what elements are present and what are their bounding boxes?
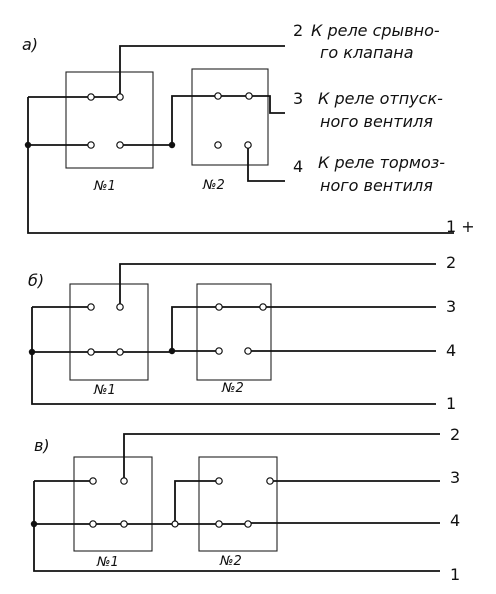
panel-a-letter: а) bbox=[22, 35, 38, 54]
panel-a-junction-dot bbox=[24, 141, 32, 149]
panel-b-lead-2-wire bbox=[119, 263, 436, 307]
panel-c-relay-2-terminal bbox=[215, 477, 223, 485]
panel-a-relay-2-label: №2 bbox=[202, 178, 225, 193]
panel-c-relay-2-label: №2 bbox=[219, 554, 242, 569]
panel-a-relay-2-terminal bbox=[244, 141, 252, 149]
panel-c-junction-dot bbox=[30, 520, 38, 528]
panel-a-relay-1-terminal bbox=[116, 141, 124, 149]
panel-b-lead-3-number: 3 bbox=[446, 297, 456, 316]
panel-a-relay-2-terminal bbox=[214, 141, 222, 149]
panel-a-lead-3-caption-1: К реле отпуск- bbox=[318, 89, 443, 108]
panel-c-relay-1-terminal bbox=[89, 477, 97, 485]
panel-a-lead-4-caption-2: ного вентиля bbox=[320, 176, 433, 195]
panel-a-lead-2-number: 2 bbox=[293, 21, 303, 40]
panel-c-relay-2-box bbox=[198, 456, 278, 552]
panel-c-lead-2-number: 2 bbox=[450, 425, 460, 444]
panel-a-junction-dot bbox=[168, 141, 176, 149]
panel-a-lead-2-caption-2: го клапана bbox=[320, 43, 414, 62]
panel-b-relay-1-terminal bbox=[116, 348, 124, 356]
panel-c-letter: в) bbox=[34, 436, 50, 455]
panel-c-relay-2-terminal bbox=[215, 520, 223, 528]
panel-b-lead-4-number: 4 bbox=[446, 341, 456, 360]
panel-b-relay-2-contact bbox=[171, 306, 263, 352]
panel-b-lead-1-number: 1 bbox=[446, 394, 456, 413]
panel-a-lead-1-number: 1 + bbox=[446, 217, 475, 236]
panel-a-relay-2-terminal bbox=[214, 92, 222, 100]
panel-a-lead-3-wire bbox=[249, 95, 285, 114]
panel-b-junction-dot bbox=[168, 347, 176, 355]
panel-a-lead-4-wire bbox=[247, 145, 285, 182]
panel-b-letter: б) bbox=[28, 271, 44, 290]
panel-a-relay-2-terminal bbox=[245, 92, 253, 100]
panel-b-relay-2-terminal bbox=[259, 303, 267, 311]
panel-c-relay-1-label: №1 bbox=[96, 555, 119, 570]
panel-c-relay-1-terminal bbox=[89, 520, 97, 528]
panel-a-lead-3-caption-2: ного вентиля bbox=[320, 112, 433, 131]
panel-a: а) №1 №2 2 К реле срывно- го клапана bbox=[22, 21, 475, 236]
panel-b-relay-2-terminal bbox=[244, 347, 252, 355]
panel-b-common-rail bbox=[31, 307, 436, 405]
panel-a-lead-4-number: 4 bbox=[293, 157, 303, 176]
panel-c-junction-dot bbox=[171, 520, 179, 528]
panel-a-relay-2-box bbox=[191, 68, 269, 166]
panel-a-lead-3-number: 3 bbox=[293, 89, 303, 108]
panel-b-relay-1-label: №1 bbox=[93, 383, 116, 398]
panel-c-lead-4-number: 4 bbox=[450, 511, 460, 530]
panel-c-relay-1-terminal bbox=[120, 520, 128, 528]
panel-c-relay-2-contact bbox=[174, 480, 248, 525]
panel-a-relay-1-terminal bbox=[116, 93, 124, 101]
panel-a-relay-1-terminal bbox=[87, 93, 95, 101]
panel-c-relay-2-terminal bbox=[244, 520, 252, 528]
panel-b-relay-2-box bbox=[196, 283, 272, 381]
panel-a-relay-2-contact-upper bbox=[171, 95, 249, 145]
panel-c-common-rail bbox=[33, 481, 440, 572]
panel-b-lead-2-number: 2 bbox=[446, 253, 456, 272]
panel-c-lead-3-number: 3 bbox=[450, 468, 460, 487]
panel-a-lead-4-caption-1: К реле тормоз- bbox=[318, 153, 445, 172]
panel-a-relay-1-box bbox=[65, 71, 154, 169]
panel-b-relay-1-terminal bbox=[116, 303, 124, 311]
panel-a-relay-1-label: №1 bbox=[93, 179, 116, 194]
panel-c-relay-2-terminal bbox=[266, 477, 274, 485]
panel-c-relay-1-terminal bbox=[120, 477, 128, 485]
panel-b-relay-2-label: №2 bbox=[221, 381, 244, 396]
panel-b-relay-1-terminal bbox=[87, 348, 95, 356]
panel-b-relay-1-terminal bbox=[87, 303, 95, 311]
panel-b-junction-dot bbox=[28, 348, 36, 356]
panel-c-lead-1-number: 1 bbox=[450, 565, 460, 584]
panel-c-relay-1-box bbox=[73, 456, 153, 552]
panel-b: б) №1 №2 2 3 4 1 bbox=[28, 253, 456, 413]
panel-c-lead-2-wire bbox=[123, 433, 440, 481]
panel-b-relay-2-terminal bbox=[215, 303, 223, 311]
panel-a-relay-1-terminal bbox=[87, 141, 95, 149]
panel-b-relay-2-terminal bbox=[215, 347, 223, 355]
panel-a-lead-2-wire bbox=[119, 45, 285, 97]
panel-a-lead-2-caption-1: К реле срывно- bbox=[311, 21, 440, 40]
panel-b-relay-1-box bbox=[69, 283, 149, 381]
panel-c: в) №1 №2 2 3 4 1 bbox=[30, 425, 460, 584]
